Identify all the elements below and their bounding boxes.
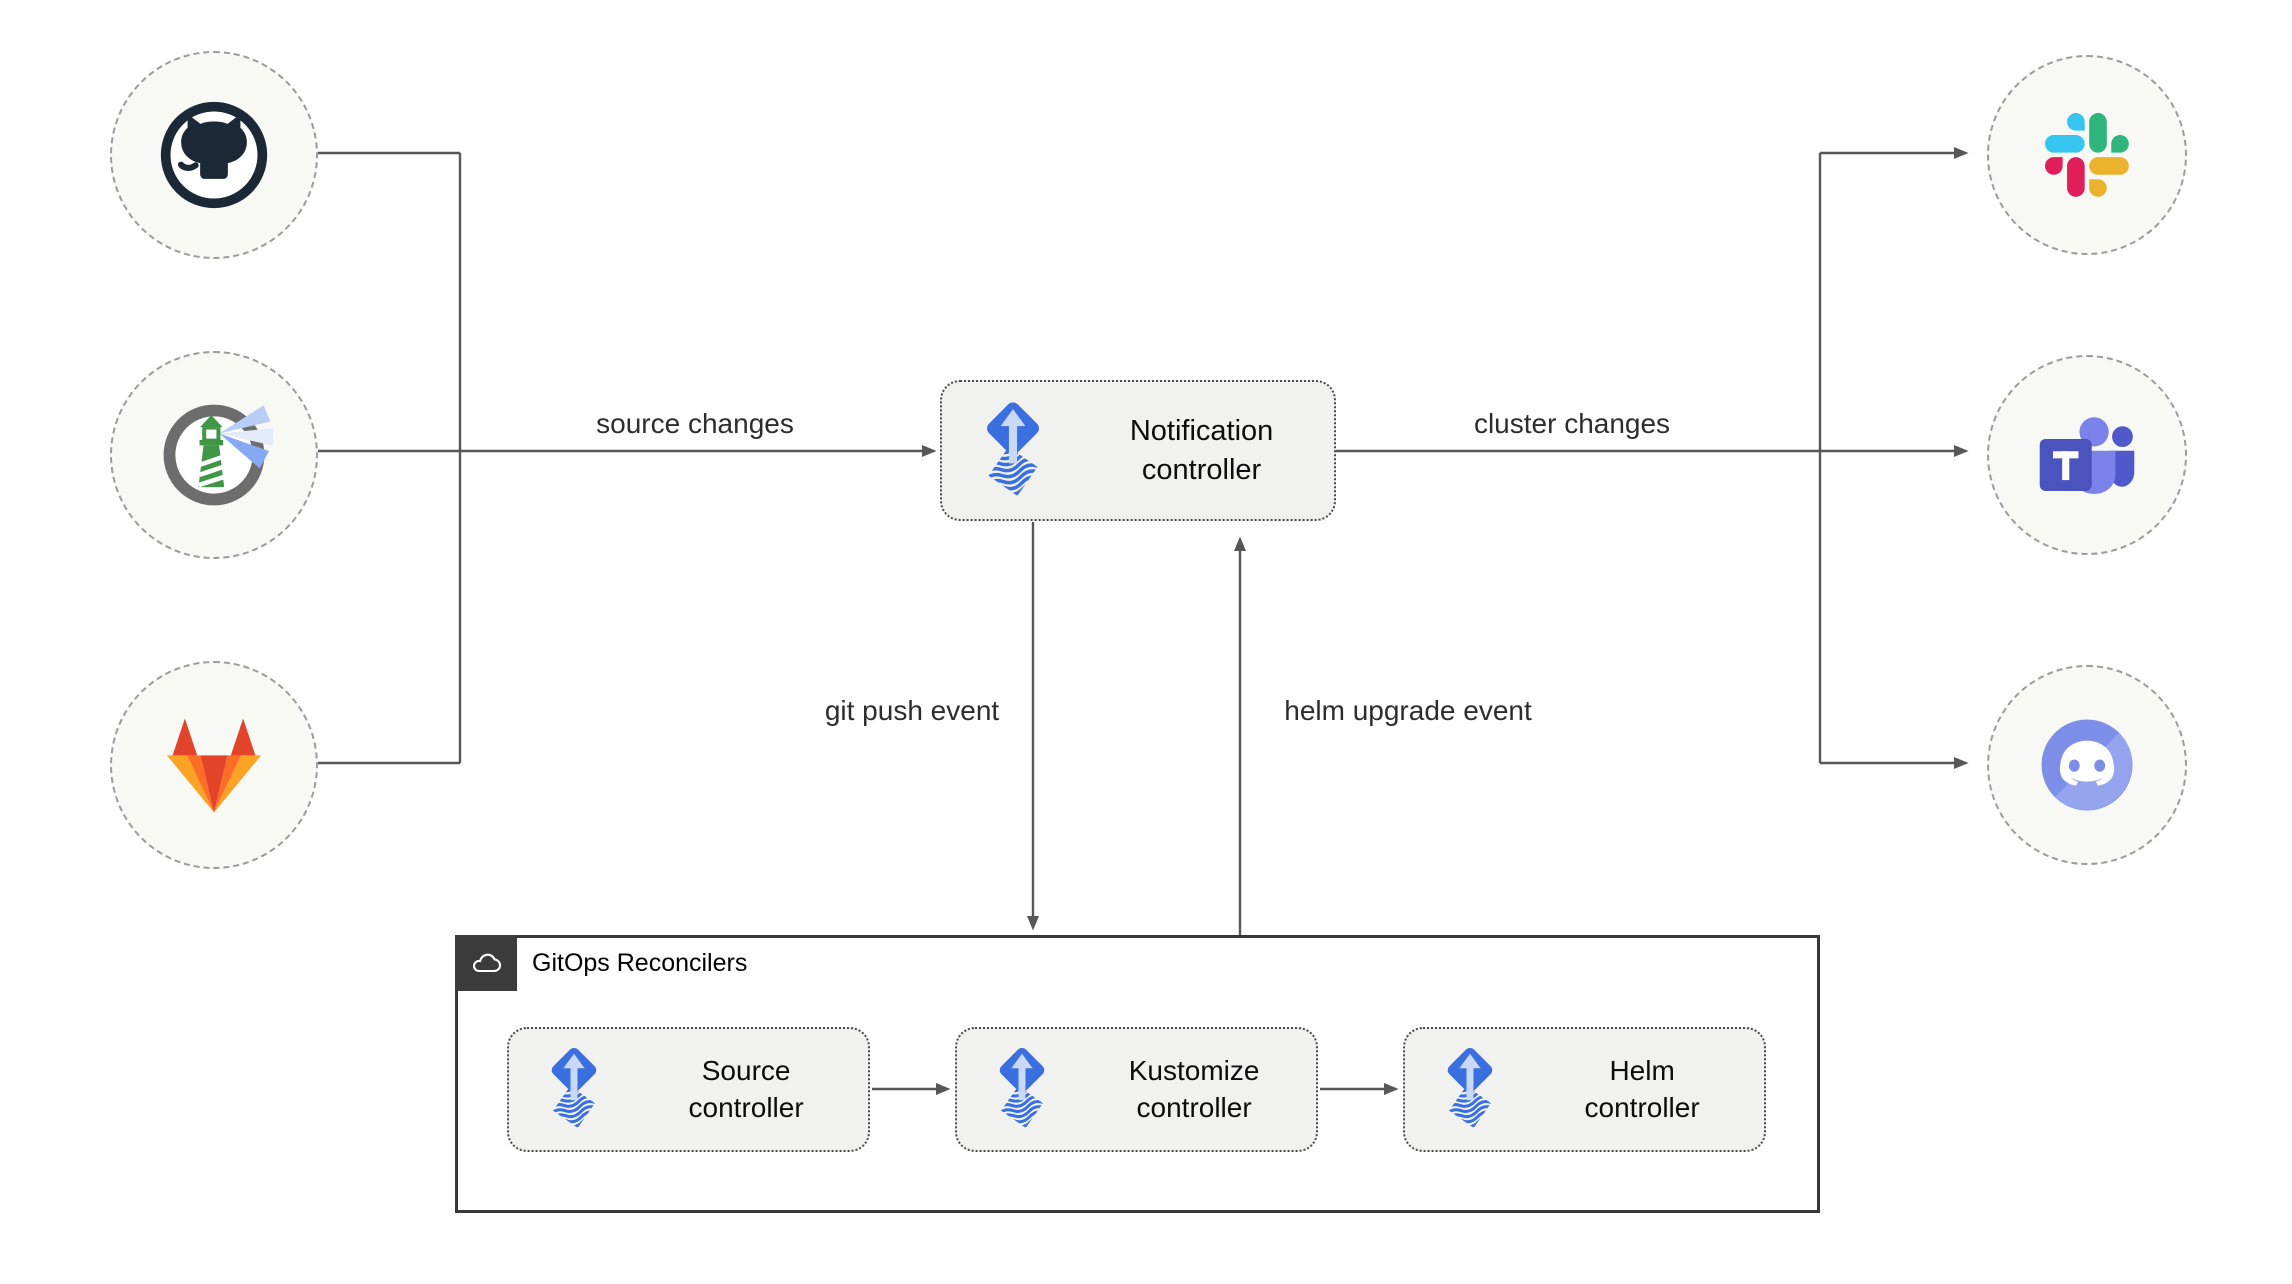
source-controller-label: Source controller	[688, 1054, 804, 1123]
notification-controller-label: Notification controller	[1129, 415, 1274, 486]
node-teams	[1987, 355, 2187, 555]
source-bus-line	[314, 151, 462, 765]
flux-icon	[942, 399, 1083, 503]
edge-label-git-push-event: git push event	[824, 695, 1000, 726]
node-slack	[1987, 55, 2187, 255]
kustomize-controller-label: Kustomize controller	[1128, 1054, 1260, 1123]
harbor-icon	[163, 404, 273, 506]
helm-controller-label: Helm controller	[1584, 1054, 1700, 1123]
helm-controller-box: Helm controller	[1403, 1027, 1766, 1152]
flux-icon	[509, 1045, 638, 1134]
node-harbor	[110, 351, 318, 559]
group-tag	[455, 935, 517, 991]
notification-controller-box: Notification controller	[940, 380, 1336, 521]
edge-label-source-changes: source changes	[596, 408, 794, 439]
gitlab-icon	[166, 717, 262, 813]
microsoft-teams-icon	[2039, 416, 2135, 494]
kustomize-controller-box: Kustomize controller	[955, 1027, 1318, 1152]
cloud-icon	[473, 953, 502, 973]
notify-bus-line	[1336, 153, 1822, 763]
node-github	[110, 51, 318, 259]
node-gitlab	[110, 661, 318, 869]
flux-icon	[1405, 1045, 1534, 1134]
edge-label-cluster-changes: cluster changes	[1473, 408, 1671, 439]
gitops-reconcilers-group: GitOps Reconcilers	[455, 935, 1820, 1213]
flux-icon	[957, 1045, 1086, 1134]
edge-label-helm-upgrade-event: helm upgrade event	[1284, 695, 1532, 726]
gitops-reconcilers-label: GitOps Reconcilers	[532, 948, 748, 977]
source-controller-box: Source controller	[507, 1027, 870, 1152]
slack-icon	[2045, 113, 2129, 197]
node-discord	[1987, 665, 2187, 865]
discord-icon	[2041, 719, 2133, 811]
github-icon	[160, 101, 268, 209]
